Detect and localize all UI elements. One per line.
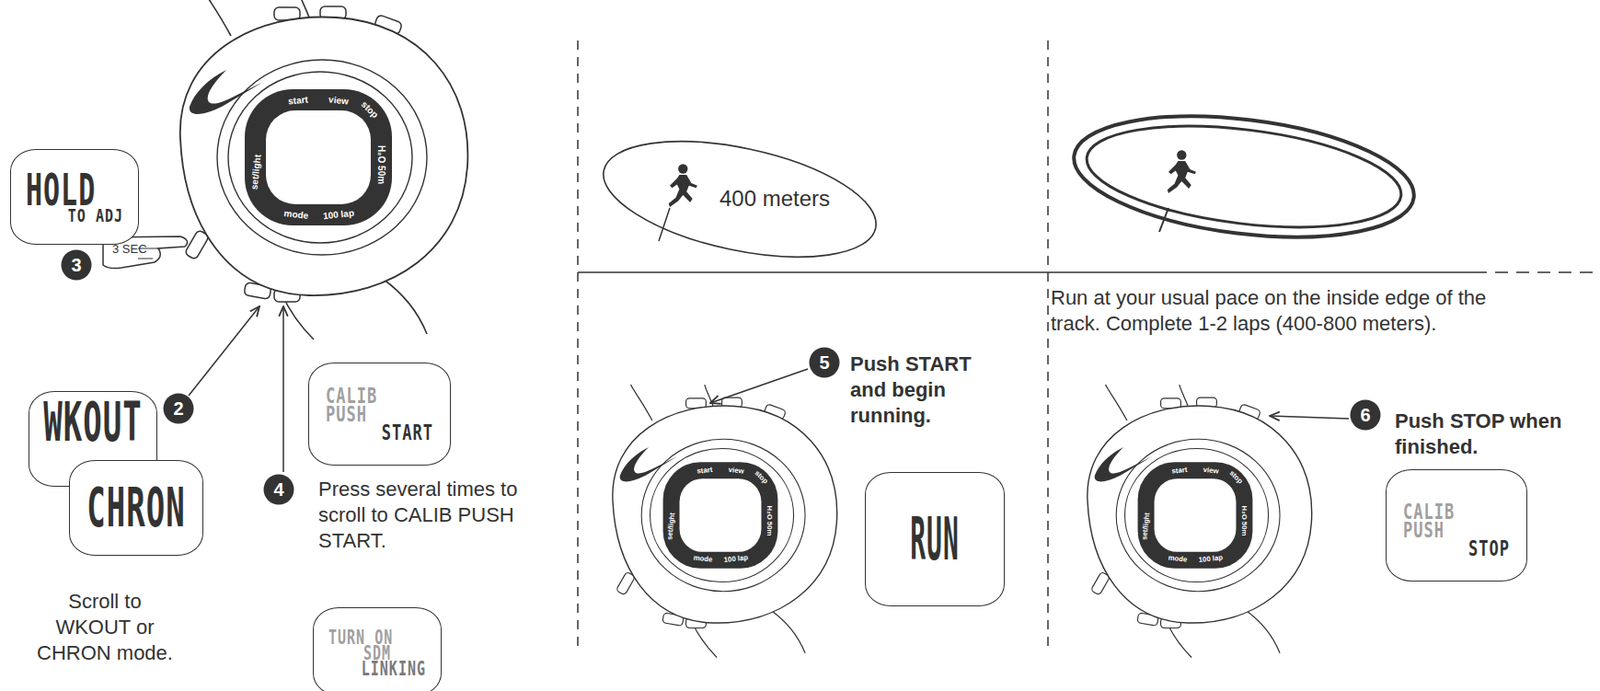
display-text: RUN <box>909 483 960 596</box>
button-label: view <box>1202 465 1220 475</box>
display-text: START <box>381 419 434 446</box>
button-label: H₂O 50m <box>1240 506 1249 537</box>
lcd-display: CHRON <box>69 460 204 556</box>
button-label: start <box>1171 465 1188 475</box>
button-label: view <box>328 93 350 106</box>
button-label: view <box>727 465 745 475</box>
display-text: PUSH <box>1403 517 1445 543</box>
display-text: LINKING <box>361 657 426 680</box>
button-label: start <box>696 465 714 475</box>
instruction-text: Run at your usual pace on the inside edg… <box>1050 285 1511 337</box>
button-label: stop <box>359 99 381 121</box>
button-label: 100 lap <box>724 554 749 565</box>
button-label: stop <box>1227 470 1244 487</box>
lcd-display: CALIBPUSHSTOP <box>1385 469 1528 582</box>
button-label: H₂O 50m <box>765 506 774 537</box>
button-label: stop <box>752 470 770 487</box>
lcd-display: CALIBPUSHSTART <box>308 362 451 466</box>
button-label: set/light <box>249 153 264 190</box>
button-label: mode <box>692 554 714 565</box>
button-label: mode <box>283 207 310 221</box>
lcd-display: RUN <box>864 471 1005 607</box>
callout-number: 5 <box>809 347 841 379</box>
lcd-display: HOLDTO ADJ <box>10 149 139 245</box>
callout-number: 3 <box>61 250 93 281</box>
button-label: set/light <box>1140 512 1152 542</box>
instruction-text: Scroll to WKOUT or CHRON mode. <box>31 588 179 667</box>
callout-number: 4 <box>264 474 295 506</box>
button-label: H₂O 50m <box>376 145 387 185</box>
display-text: TO ADJ <box>68 205 124 225</box>
button-label: 100 lap <box>322 207 356 221</box>
button-label: set/light <box>666 512 678 542</box>
button-label: mode <box>1167 554 1188 565</box>
instruction-text: Push STOP when finished. <box>1394 408 1584 461</box>
instruction-text: Press several times to scroll to CALIB P… <box>318 476 526 554</box>
button-label: start <box>287 93 310 106</box>
button-label: 100 lap <box>1198 554 1224 565</box>
duration-label: 3 SEC <box>112 242 148 256</box>
display-text: STOP <box>1468 535 1510 562</box>
track-line <box>597 127 883 271</box>
instruction-text: Push START and begin running. <box>850 351 1007 429</box>
lcd-display: TURN ONSDMLINKING <box>312 607 442 691</box>
display-text: CHRON <box>86 471 185 545</box>
track-shape: 400 meters <box>597 127 883 271</box>
display-text: WKOUT <box>43 386 142 461</box>
callout-number: 2 <box>163 393 195 425</box>
display-text: PUSH <box>325 401 368 427</box>
callout-number: 6 <box>1350 400 1382 431</box>
distance-label: 400 meters <box>719 185 830 213</box>
